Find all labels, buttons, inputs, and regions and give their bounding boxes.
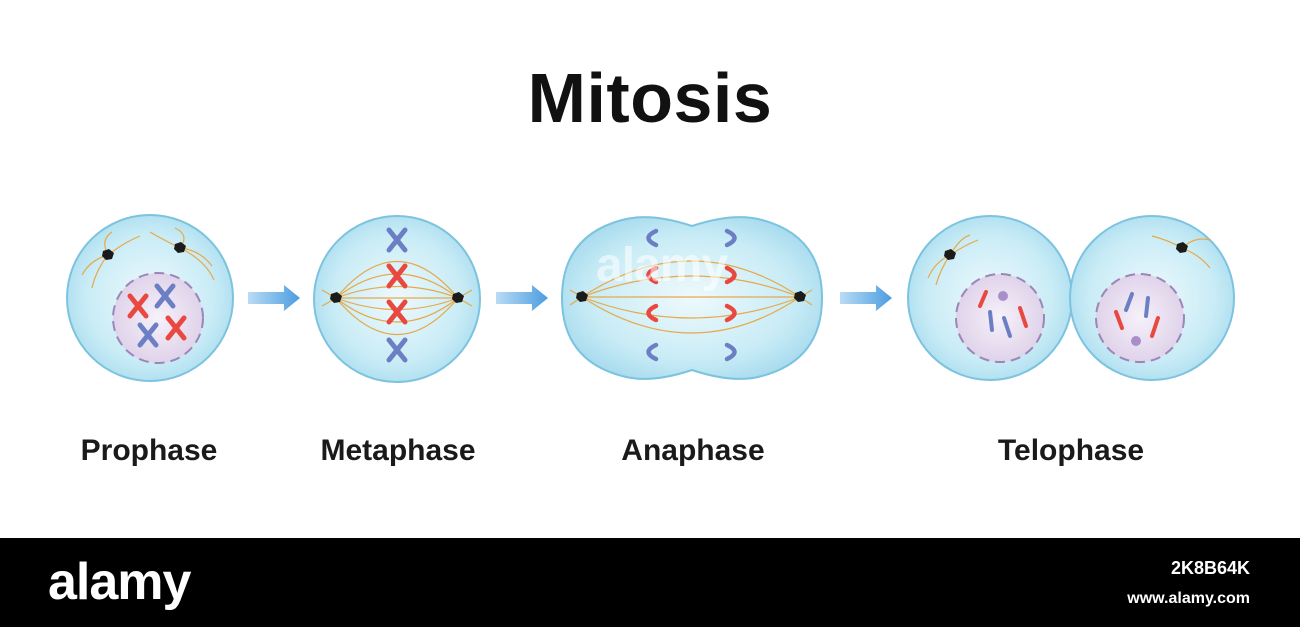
label-telophase: Telophase <box>997 434 1145 467</box>
watermark-footer: alamy 2K8B64K www.alamy.com <box>0 538 1300 627</box>
site-url: www.alamy.com <box>1127 590 1250 607</box>
anaphase-cell <box>560 216 824 380</box>
telophase-cells <box>907 215 1235 381</box>
stage-arrow <box>496 285 548 311</box>
stage-arrow <box>248 285 300 311</box>
nucleolus <box>1131 336 1141 346</box>
anaphase-spindle-fibers <box>569 260 813 334</box>
alamy-logo: alamy <box>48 553 191 611</box>
mitosis-diagram <box>66 214 1235 383</box>
watermark-logo: alamy <box>596 239 728 292</box>
nucleolus <box>998 291 1008 301</box>
telophase-chromosomes <box>978 290 1160 338</box>
daughter-nucleus <box>955 273 1045 363</box>
metaphase-cell <box>313 215 481 383</box>
daughter-nucleus <box>1095 273 1185 363</box>
label-prophase: Prophase <box>80 434 218 467</box>
label-anaphase: Anaphase <box>621 434 765 467</box>
image-id: 2K8B64K <box>1170 558 1250 578</box>
metaphase-spindle-fibers <box>321 261 473 335</box>
prophase-nucleus <box>112 272 204 364</box>
stage-arrow <box>840 285 892 311</box>
label-metaphase: Metaphase <box>320 434 476 467</box>
prophase-cell <box>66 214 234 382</box>
separated-chromatids <box>646 228 737 362</box>
page-title: Mitosis <box>527 59 773 137</box>
